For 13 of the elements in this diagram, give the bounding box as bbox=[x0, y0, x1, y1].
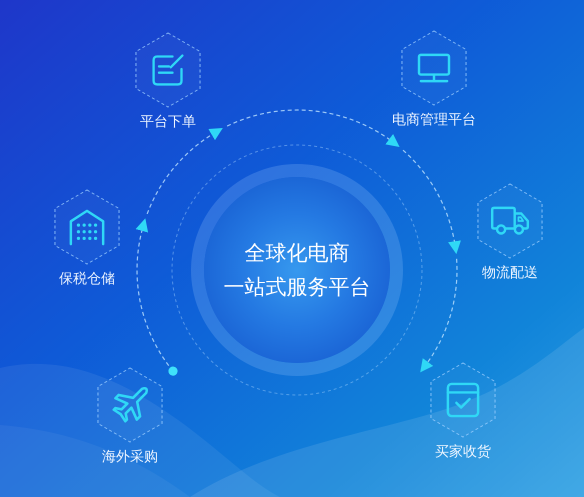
dashed-arrow bbox=[402, 150, 461, 254]
node-label: 保税仓储 bbox=[58, 270, 116, 288]
dashed-arrow bbox=[420, 258, 458, 372]
node-label: 海外采购 bbox=[101, 448, 159, 466]
dashed-arrow bbox=[136, 218, 178, 376]
dashed-arrow bbox=[146, 128, 223, 214]
node-label: 电商管理平台 bbox=[391, 111, 477, 129]
node-label: 物流配送 bbox=[481, 264, 539, 282]
center-title: 全球化电商 bbox=[244, 240, 350, 267]
dashed-arrow bbox=[226, 109, 400, 147]
node-label: 平台下单 bbox=[139, 113, 197, 131]
center-title: 一站式服务平台 bbox=[224, 274, 370, 301]
node-label: 买家收货 bbox=[434, 443, 492, 461]
